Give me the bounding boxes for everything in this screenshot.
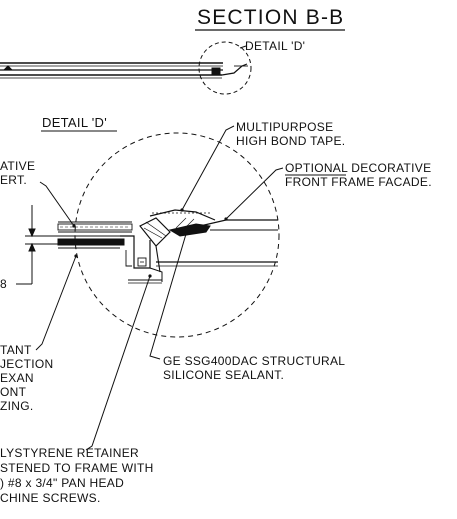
facade-note: OPTIONAL DECORATIVE FRONT FRAME FACADE. <box>285 161 432 189</box>
retainer-note: LYSTYRENE RETAINER STENED TO FRAME WITH … <box>0 446 154 505</box>
sealant-note: GE SSG400DAC STRUCTURAL SILICONE SEALANT… <box>163 354 345 382</box>
insert-leader <box>39 181 76 228</box>
detail-callout-leader <box>239 45 247 49</box>
section-title: SECTION B-B <box>197 6 344 29</box>
glazing-note-line-3: EXAN <box>0 371 34 385</box>
detail-section-geometry <box>57 209 278 284</box>
detail-heading: DETAIL 'D' <box>42 115 107 130</box>
insert-note: ATIVE ERT. <box>0 159 35 187</box>
detail-callout-label: DETAIL 'D' <box>245 39 305 53</box>
retainer-note-line-1: LYSTYRENE RETAINER <box>0 446 139 460</box>
glazing-note-line-4: ONT <box>0 385 27 399</box>
tape-note: MULTIPURPOSE HIGH BOND TAPE. <box>236 120 345 148</box>
thickness-dimension <box>16 205 58 285</box>
insert-note-line-2: ERT. <box>0 173 27 187</box>
tape-note-line-1: MULTIPURPOSE <box>236 120 333 134</box>
insert-note-line-1: ATIVE <box>0 159 35 173</box>
sealant-note-line-1: GE SSG400DAC STRUCTURAL <box>163 354 345 368</box>
glazing-leader <box>35 254 78 351</box>
glazing-note-line-2: JECTION <box>0 357 53 371</box>
tape-note-line-2: HIGH BOND TAPE. <box>236 134 345 148</box>
sealant-note-line-2: SILICONE SEALANT. <box>163 368 284 382</box>
section-strip <box>0 62 248 79</box>
glazing-note-line-1: TANT <box>0 343 32 357</box>
svg-text:OPTIONAL DECORATIVE: OPTIONAL DECORATIVE <box>285 161 431 175</box>
facade-leader <box>224 167 284 221</box>
tape-leader <box>180 125 235 212</box>
glazing-note-line-5: ZING. <box>0 399 34 413</box>
dimension-value: 8 <box>0 277 7 291</box>
facade-note-line-2: FRONT FRAME FACADE. <box>285 175 432 189</box>
retainer-note-line-3: ) #8 x 3/4" PAN HEAD <box>0 476 124 490</box>
sealant-leader <box>149 232 188 360</box>
detail-callout-circle <box>198 41 252 95</box>
detail-view-circle <box>74 132 280 338</box>
glazing-note: TANT JECTION EXAN ONT ZING. <box>0 343 53 413</box>
retainer-leader <box>85 274 152 451</box>
retainer-note-line-2: STENED TO FRAME WITH <box>0 461 154 475</box>
retainer-note-line-4: CHINE SCREWS. <box>0 491 101 505</box>
facade-note-line-1-rest: DECORATIVE <box>348 161 432 175</box>
facade-note-emphasis: OPTIONAL <box>285 161 348 175</box>
